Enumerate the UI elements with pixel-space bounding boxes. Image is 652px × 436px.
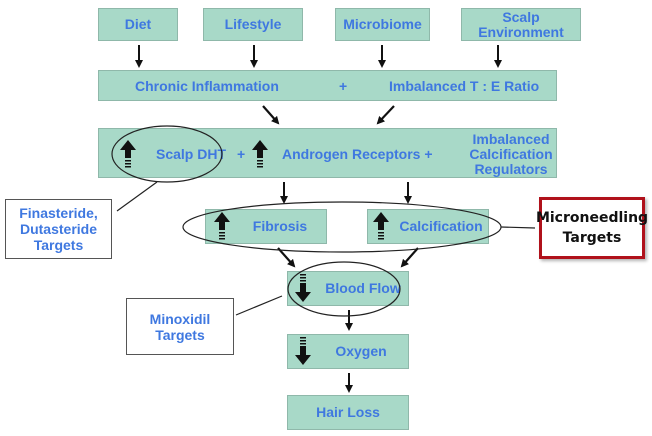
- oxygen-label: Oxygen: [335, 343, 387, 359]
- calcification-box: Calcification: [367, 209, 489, 244]
- fibrosis-label: Fibrosis: [252, 218, 308, 234]
- minoxidil-connector: [235, 295, 283, 316]
- factor-diet: Diet: [98, 8, 178, 41]
- arrow-diagonal: [277, 247, 296, 268]
- factor-lifestyle: Lifestyle: [203, 8, 303, 41]
- finasteride-callout-text: Finasteride, Dutasteride Targets: [19, 205, 98, 253]
- plus-sign: +: [339, 78, 348, 94]
- dht-androgen-box: Scalp DHT + Androgen Receptors + Imbalan…: [98, 128, 557, 178]
- microneedling-callout: Microneedling Targets: [535, 197, 649, 259]
- hair-loss-box: Hair Loss: [287, 395, 409, 430]
- finasteride-connector: [116, 181, 158, 212]
- factor-label: Scalp Environment: [478, 8, 564, 40]
- finasteride-callout: Finasteride, Dutasteride Targets: [5, 199, 112, 259]
- calcification-label: Calcification: [399, 218, 483, 234]
- calcification-regulators-label: Imbalanced Calcification Regulators: [469, 131, 553, 177]
- minoxidil-callout: Minoxidil Targets: [126, 298, 234, 355]
- hair-loss-label: Hair Loss: [316, 404, 380, 420]
- imbalanced-te-ratio-label: Imbalanced T : E Ratio: [389, 78, 540, 94]
- arrow-diagonal: [400, 247, 419, 268]
- factor-scalp-environment: Scalp Environment: [461, 8, 581, 41]
- chronic-inflammation-label: Chronic Inflammation: [135, 78, 279, 94]
- microneedling-callout-text: Microneedling Targets: [535, 210, 649, 246]
- factor-label: Microbiome: [343, 16, 422, 32]
- oxygen-box: Oxygen: [287, 334, 409, 369]
- plus-sign: +: [237, 146, 246, 162]
- inflammation-ratio-box: Chronic Inflammation + Imbalanced T : E …: [98, 70, 557, 101]
- fibrosis-box: Fibrosis: [205, 209, 327, 244]
- factor-microbiome: Microbiome: [335, 8, 430, 41]
- arrow-diagonal: [262, 105, 280, 125]
- arrow-diagonal: [376, 105, 395, 125]
- microneedling-connector: [500, 226, 536, 229]
- blood-flow-label: Blood Flow: [325, 280, 401, 296]
- androgen-receptors-label: Androgen Receptors +: [282, 146, 433, 162]
- factor-label: Lifestyle: [224, 16, 282, 32]
- minoxidil-callout-text: Minoxidil Targets: [149, 310, 211, 343]
- blood-flow-box: Blood Flow: [287, 271, 409, 306]
- factor-label: Diet: [124, 16, 152, 32]
- scalp-dht-label: Scalp DHT: [156, 146, 227, 162]
